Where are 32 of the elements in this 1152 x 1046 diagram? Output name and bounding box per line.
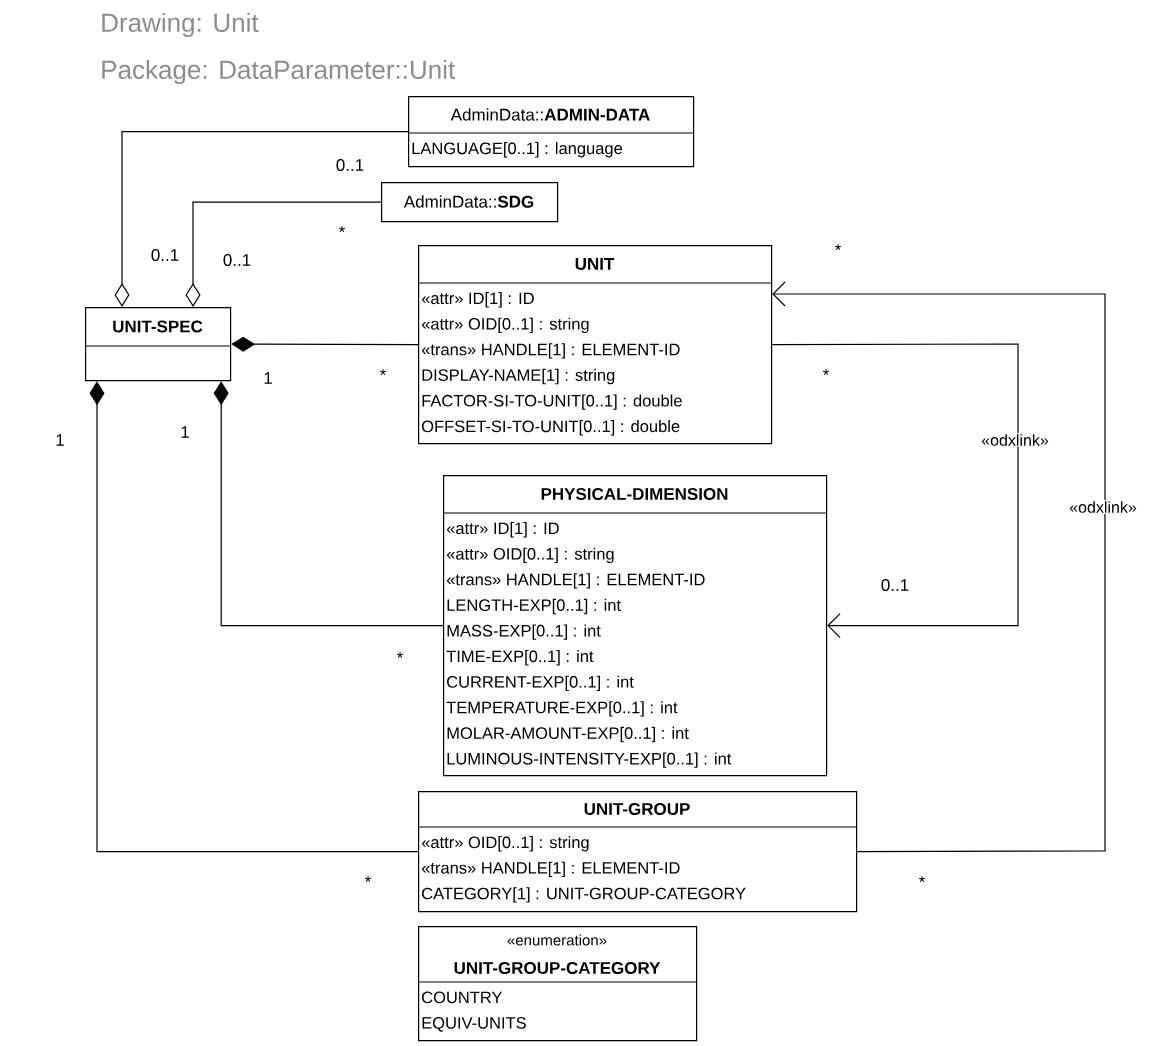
package-label: Package: DataParameter::Unit bbox=[102, 59, 455, 85]
multiplicity-label: * bbox=[822, 369, 830, 376]
diagram-title: Drawing: Unit bbox=[102, 12, 259, 38]
multiplicity-label: 1 bbox=[264, 372, 272, 384]
class-box: UNIT «attr» ID[1] : ID «attr» OID[0..1] : string «trans» HANDLE[1] : ELEMENT-ID DISPLAY-NAME[1] : string FACTOR-SI-TO-UNIT[0..1] : double OFFSET-SI-TO-UNIT[0..1] : double bbox=[417, 245, 773, 445]
multiplicity-label: 0..1 bbox=[223, 254, 251, 266]
multiplicity-label: 0..1 bbox=[881, 579, 909, 591]
multiplicity-label: * bbox=[379, 369, 387, 376]
class-box: AdminData::SDG bbox=[381, 182, 559, 223]
class-box: UNIT-GROUP «attr» OID[0..1] : string «trans» HANDLE[1] : ELEMENT-ID CATEGORY[1] : UNIT-GROUP-CATEGORY bbox=[417, 791, 858, 913]
association-line bbox=[771, 343, 1019, 639]
multiplicity-label: * bbox=[396, 652, 404, 659]
edge-label: «odxlink» bbox=[1068, 500, 1138, 514]
class-box: PHYSICAL-DIMENSION «attr» ID[1] : ID «attr» OID[0..1] : string «trans» HANDLE[1] : ELEMENT-ID LENGTH-EXP[0..1] : int MASS-EXP[0..1] : int TIME-EXP[0..1] : int CURRENT-EXP[0..1] : int TEMPERATURE-EXP[0..1] : int MOLAR-AMOUNT-EXP[0..1] : int LUMINOUS-INTENSITY-EXP[0..1] : int bbox=[442, 475, 828, 777]
association-line bbox=[89, 381, 419, 853]
multiplicity-label: * bbox=[338, 226, 346, 233]
edge-label: «odxlink» bbox=[980, 433, 1050, 447]
multiplicity-label: 1 bbox=[181, 426, 189, 438]
association-line bbox=[185, 201, 382, 307]
class-box: AdminData::ADMIN-DATA LANGUAGE[0..1] : language bbox=[407, 96, 695, 168]
multiplicity-label: * bbox=[834, 244, 842, 251]
association-line bbox=[772, 281, 1106, 853]
association-line bbox=[114, 131, 409, 307]
multiplicity-label: * bbox=[918, 876, 926, 883]
class-box: UNIT-SPEC bbox=[84, 307, 232, 382]
association-line bbox=[231, 336, 419, 352]
association-line bbox=[213, 381, 444, 627]
multiplicity-label: 1 bbox=[56, 434, 64, 446]
class-box: «enumeration» UNIT-GROUP-CATEGORY COUNTRY EQUIV-UNITS bbox=[417, 926, 698, 1042]
multiplicity-label: 0..1 bbox=[336, 159, 364, 171]
multiplicity-label: 0..1 bbox=[151, 249, 179, 261]
multiplicity-label: * bbox=[364, 876, 372, 883]
